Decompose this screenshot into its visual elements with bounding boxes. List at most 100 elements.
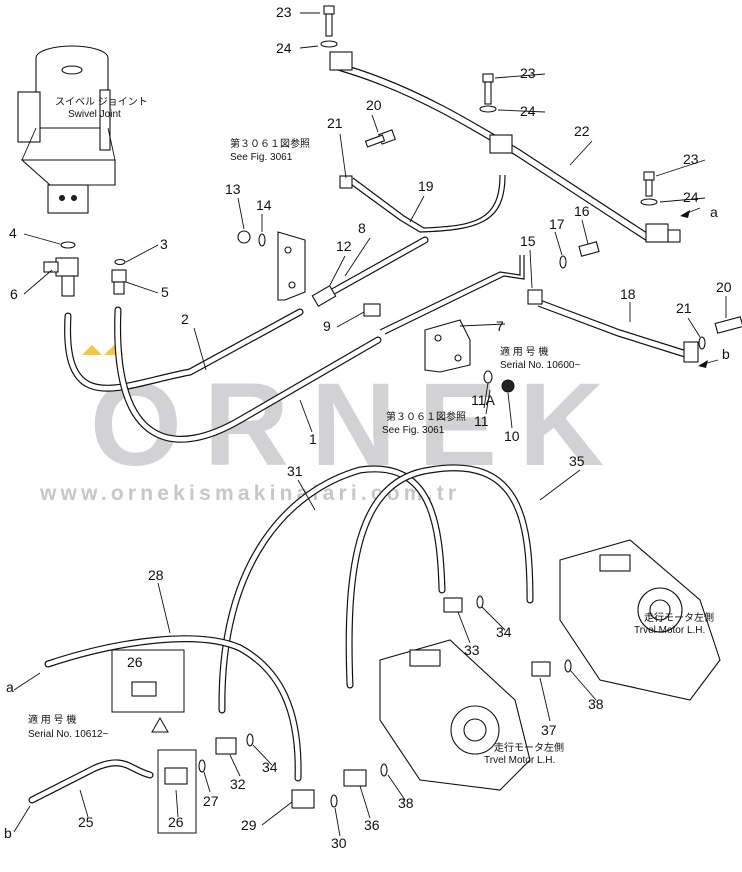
- callout-21b: 21: [676, 300, 692, 316]
- travel-motor-left-a: [559, 539, 721, 701]
- elbow-9: [363, 303, 381, 317]
- connector-5: [111, 269, 127, 295]
- clip-a: [329, 51, 353, 71]
- elbow-6: [43, 257, 79, 297]
- serial-b-en: Serial No. 10612~: [28, 729, 108, 740]
- callout-5: 5: [161, 284, 169, 300]
- callout-21a: 21: [327, 115, 343, 131]
- elbow-36: [343, 769, 367, 787]
- hose-8: [321, 236, 429, 300]
- callout-9: 9: [323, 318, 331, 334]
- washer-24c: [640, 198, 658, 206]
- o-ring-4: [60, 241, 76, 249]
- hose-28: [44, 635, 302, 782]
- elbow-32: [215, 737, 237, 755]
- callout-4: 4: [9, 225, 17, 241]
- callout-22: 22: [574, 123, 590, 139]
- ref-b-top: b: [722, 346, 730, 362]
- hose-25: [28, 759, 154, 804]
- callout-35: 35: [569, 453, 585, 469]
- tube-18: [539, 299, 691, 353]
- arrow-up-26: [151, 716, 169, 733]
- callout-19: 19: [418, 178, 434, 194]
- o-ring-27: [198, 759, 206, 773]
- detail-box-26b: [157, 749, 197, 834]
- motor-b-en: Trvel Motor L.H.: [484, 755, 555, 766]
- callouts: 23 24 23 24 22 23 24 a 20 21 19 8 12 13 …: [4, 4, 732, 851]
- bolt-23b: [482, 73, 494, 105]
- detail-box-26a: [111, 649, 185, 713]
- swivel-label-jp: スイベル ジョイント: [55, 96, 148, 108]
- o-ring-38b: [380, 763, 388, 777]
- callout-34a: 34: [496, 624, 512, 640]
- callout-13: 13: [225, 181, 241, 197]
- hose-31: [218, 465, 446, 714]
- nut-13: [237, 230, 251, 244]
- callout-25: 25: [78, 814, 94, 830]
- callout-10: 10: [504, 428, 520, 444]
- motor-a-jp: 走行モータ左側: [644, 611, 714, 624]
- watermark-url: www.ornekismakinalari.com.tr: [39, 482, 460, 505]
- callout-17: 17: [549, 216, 565, 232]
- see-fig-b-jp: 第３０６１図参照: [386, 410, 466, 423]
- bolt-23a: [323, 5, 335, 37]
- motor-b-jp: 走行モータ左側: [494, 741, 564, 754]
- callout-3: 3: [160, 236, 168, 252]
- callout-33: 33: [464, 642, 480, 658]
- callout-20a: 20: [366, 97, 382, 113]
- elbow-15: [527, 289, 543, 305]
- o-ring-38a: [564, 659, 572, 673]
- hose-1: [114, 306, 382, 443]
- callout-28: 28: [148, 567, 164, 583]
- serial-a-en: Serial No. 10600~: [500, 360, 580, 371]
- callout-11a: 11A: [471, 392, 496, 408]
- washer-14: [258, 233, 266, 247]
- callout-18: 18: [620, 286, 636, 302]
- callout-26a: 26: [127, 654, 143, 670]
- see-fig-a-en: See Fig. 3061: [230, 152, 293, 163]
- callout-24a: 24: [276, 40, 292, 56]
- hose-2: [64, 308, 304, 392]
- callout-32: 32: [230, 776, 246, 792]
- tube-19: [347, 174, 506, 233]
- clip-c: [645, 223, 669, 243]
- o-ring-34b: [246, 733, 254, 747]
- fitting-a-end: [667, 229, 681, 243]
- watermark-brand: ORNEK: [90, 359, 626, 491]
- callout-14: 14: [256, 197, 272, 213]
- callout-16: 16: [574, 203, 590, 219]
- bracket-see-fig: [277, 231, 306, 301]
- callout-37: 37: [541, 722, 557, 738]
- callout-30: 30: [331, 835, 347, 851]
- callout-34b: 34: [262, 759, 278, 775]
- callout-6: 6: [10, 286, 18, 302]
- washer-17: [559, 255, 567, 269]
- elbow-26a: [131, 681, 157, 697]
- callout-11: 11: [474, 413, 489, 429]
- ref-a-top: a: [710, 204, 718, 220]
- see-fig-b-en: See Fig. 3061: [382, 425, 445, 436]
- washer-24b: [479, 105, 497, 113]
- o-ring-3: [114, 258, 126, 266]
- ref-a-bottom: a: [6, 679, 14, 695]
- bracket-11a: [424, 319, 471, 373]
- leader-lines: [23, 12, 727, 837]
- washer-11: [483, 370, 493, 384]
- swivel-joint: スイベル ジョイント Swivel Joint: [17, 45, 148, 214]
- callout-8: 8: [358, 220, 366, 236]
- callout-29: 29: [241, 817, 257, 833]
- bolt-20b: [714, 316, 742, 334]
- o-ring-30: [330, 794, 338, 808]
- elbow-26b: [164, 767, 188, 785]
- notes: 第３０６１図参照 See Fig. 3061 第３０６１図参照 See Fig.…: [28, 137, 714, 766]
- tube-7: [379, 255, 521, 331]
- callout-26b: 26: [168, 814, 184, 830]
- callout-31: 31: [287, 463, 303, 479]
- watermark-accent-1: [82, 345, 102, 355]
- callout-38a: 38: [588, 696, 604, 712]
- callout-1: 1: [309, 431, 317, 447]
- callout-36: 36: [364, 817, 380, 833]
- washer-24a: [320, 40, 338, 48]
- callout-23b: 23: [520, 65, 536, 81]
